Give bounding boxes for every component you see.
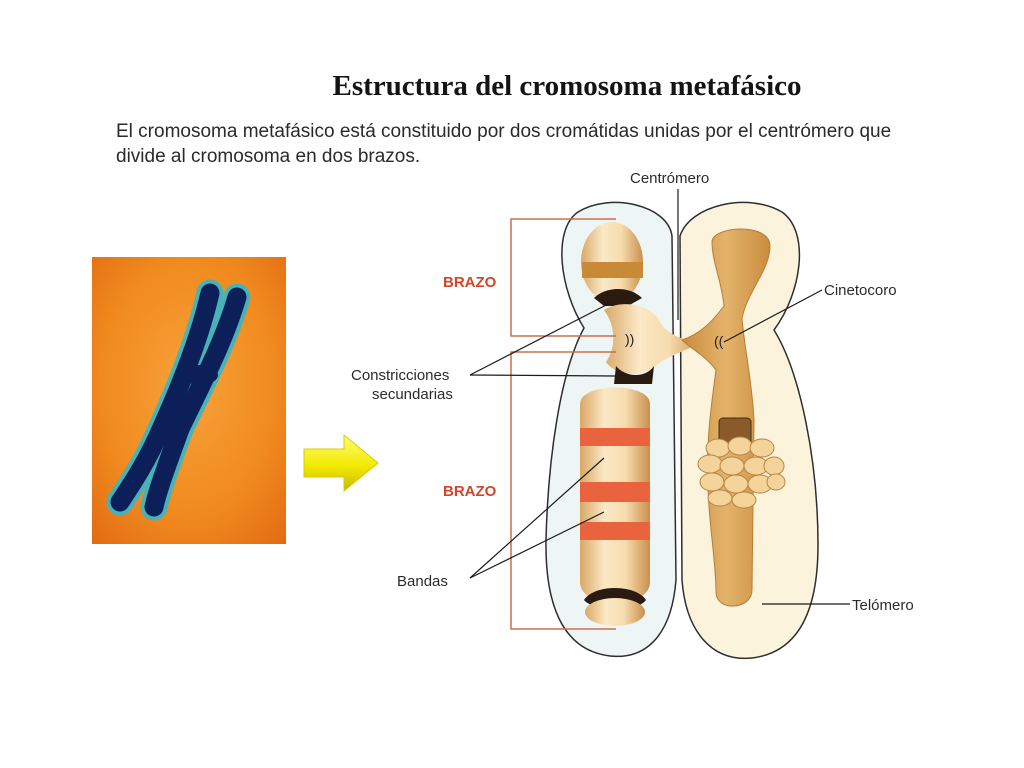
page-title: Estructura del cromosoma metafásico — [332, 70, 802, 102]
upper-arm-bracket — [510, 218, 616, 337]
right-chromatid-interior — [681, 228, 771, 607]
description-line-2: divide al cromosoma en dos brazos. — [116, 146, 421, 167]
label-arm-top: BRAZO — [443, 274, 497, 291]
description-line-1: El cromosoma metafásico está constituido… — [116, 121, 892, 142]
micrograph-chromatids — [110, 283, 247, 517]
kinetochore-mark-right: (( — [714, 333, 724, 349]
lower-arm-tip — [585, 598, 645, 626]
kinetochore-mark-left: )) — [625, 331, 634, 347]
chromosome-micrograph — [92, 257, 286, 544]
upper-arm-band — [582, 262, 643, 278]
label-constrictions-line2: secundarias — [372, 386, 453, 403]
band-1 — [580, 428, 650, 446]
label-arm-bottom: BRAZO — [443, 483, 497, 500]
lower-arm-bracket — [510, 351, 616, 630]
band-3 — [580, 522, 650, 540]
label-constrictions-line1: Constricciones — [351, 367, 449, 384]
chromatin-coils — [697, 436, 786, 509]
leader-lines — [469, 189, 850, 605]
label-telomere: Telómero — [852, 597, 914, 614]
description: El cromosoma metafásico está constituido… — [116, 119, 966, 169]
label-bands: Bandas — [397, 573, 448, 590]
micrograph-centromere — [182, 365, 218, 385]
lower-secondary-constriction — [614, 366, 654, 384]
label-centromere: Centrómero — [630, 170, 709, 187]
arrow-right-icon — [303, 433, 379, 493]
label-kinetochore: Cinetocoro — [824, 282, 897, 299]
upper-secondary-constriction — [594, 289, 642, 306]
band-2 — [580, 482, 650, 502]
centromere-junction — [604, 304, 704, 374]
